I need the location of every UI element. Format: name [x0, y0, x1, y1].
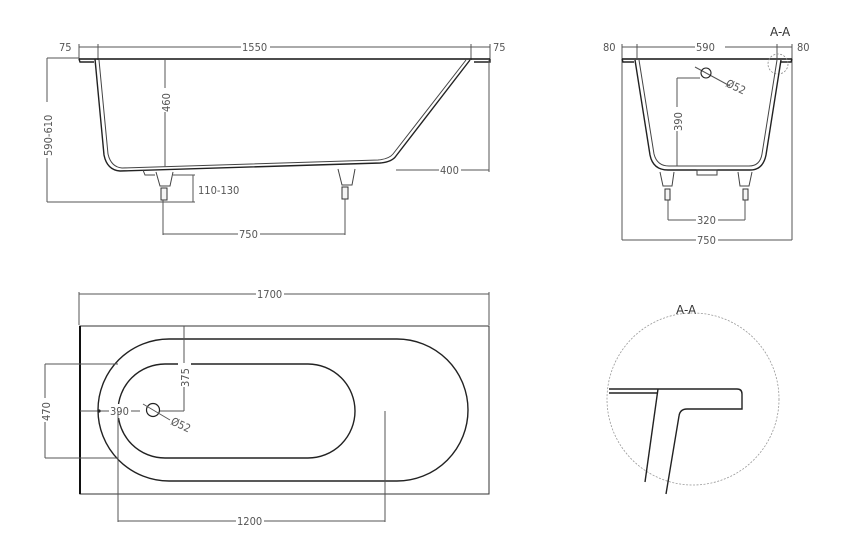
dim-total-height: 590-610 — [42, 115, 55, 156]
dim-slope-base: 400 — [440, 164, 459, 177]
top-view: 1700 470 390 375 Ø52 1200 — [38, 287, 490, 528]
section-view: A-A 590 80 80 Ø52 390 — [603, 25, 810, 247]
dim-total-length: 1700 — [257, 288, 282, 301]
dim-right-flange: 80 — [797, 41, 810, 54]
dim-left-flange: 75 — [59, 41, 72, 54]
dim-inner-length: 1200 — [237, 515, 262, 528]
dim-inner-length: 1550 — [242, 41, 267, 54]
detail-view: A-A — [606, 303, 780, 495]
dim-right-flange: 75 — [493, 41, 506, 54]
dim-inner-width: 590 — [696, 41, 715, 54]
dim-depth: 460 — [160, 93, 173, 112]
dim-width: 470 — [40, 402, 53, 421]
dim-total-width: 750 — [697, 234, 716, 247]
dim-drain-diameter: Ø52 — [169, 415, 193, 435]
side-view: 1550 75 75 460 590-610 400 — [40, 40, 506, 241]
detail-title: A-A — [676, 303, 697, 317]
dim-overflow-diameter: Ø52 — [724, 77, 748, 97]
leg-left — [155, 171, 174, 201]
dim-drain-offset: 390 — [110, 405, 129, 418]
section-title: A-A — [770, 25, 791, 39]
dim-leg-spacing: 320 — [697, 214, 716, 227]
dim-overflow-height: 390 — [672, 112, 685, 131]
dim-leg-spacing: 750 — [239, 228, 258, 241]
dim-leg-height: 110-130 — [198, 184, 239, 197]
leg-right — [337, 168, 356, 200]
dim-drain-to-edge: 375 — [179, 368, 192, 387]
dim-left-flange: 80 — [603, 41, 616, 54]
